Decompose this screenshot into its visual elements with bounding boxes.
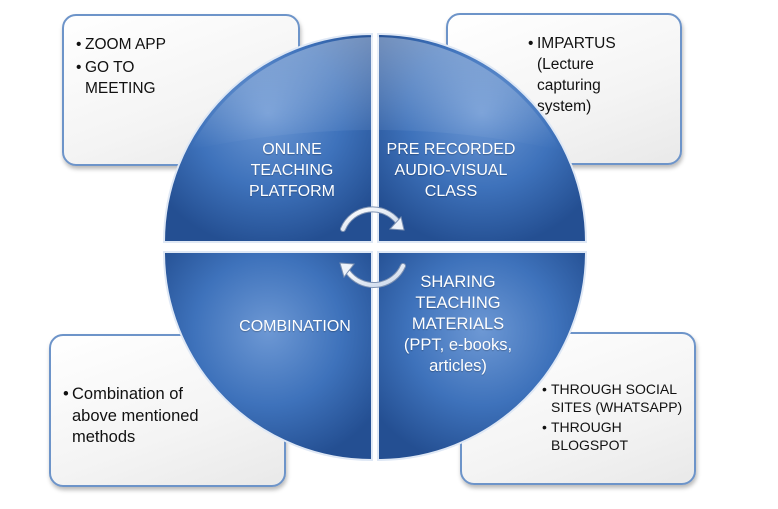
list-item: GO TO MEETING [76,57,165,99]
cycle-arrows-icon [339,206,406,288]
quadrant-label-bottom-right: SHARING TEACHING MATERIALS (PPT, e-books… [403,273,513,375]
list-item: ZOOM APP [76,34,298,55]
callout-list: THROUGH SOCIAL SITES (WHATSAPP) THROUGH … [542,380,694,454]
callout-list: Combination of above mentioned methods [63,384,284,449]
circle-shine [190,37,560,150]
callout-list: IMPARTUS (Lecture capturing system) [528,33,680,117]
list-item: IMPARTUS (Lecture capturing system) [528,33,637,117]
quadrant-label-bottom-left: COMBINATION [239,318,351,335]
callout-list: ZOOM APP GO TO MEETING [76,34,298,99]
list-item: THROUGH BLOGSPOT [542,418,661,454]
quadrant-label-top-left: ONLINE TEACHING PLATFORM [249,141,335,200]
list-item: THROUGH SOCIAL SITES (WHATSAPP) [542,380,701,416]
quadrant-bottom-left [162,251,373,462]
list-item: Combination of above mentioned methods [63,384,212,449]
quadrant-bottom-right [377,251,588,462]
quadrant-label-top-right: PRE RECORDED AUDIO-VISUAL CLASS [386,141,516,200]
